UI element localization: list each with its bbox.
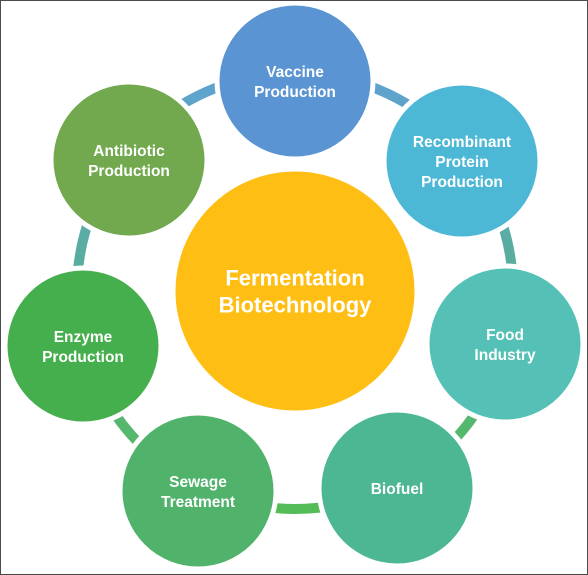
node-label: Enzyme <box>54 329 113 346</box>
node-biofuel: Biofuel <box>316 407 478 569</box>
node-circle <box>424 263 586 425</box>
node-label: Antibiotic <box>93 143 165 160</box>
node-label: Industry <box>474 347 536 364</box>
node-circle <box>316 407 478 569</box>
node-label: Production <box>42 349 124 366</box>
node-label: Protein <box>435 154 488 171</box>
node-label: Production <box>421 174 503 191</box>
node-circle <box>381 80 543 242</box>
node-label: Treatment <box>161 494 235 511</box>
node-label: Sewage <box>169 474 227 491</box>
node-label: Food <box>486 327 524 344</box>
node-circle <box>2 265 164 427</box>
center-label: Fermentation <box>225 266 364 291</box>
center-label: Biotechnology <box>219 293 373 318</box>
node-circle <box>214 1 376 162</box>
node-label: Recombinant <box>413 134 511 151</box>
node-label: Production <box>254 84 336 101</box>
node-circle <box>117 410 279 572</box>
node-circle <box>48 79 210 241</box>
node-label: Vaccine <box>266 64 324 81</box>
center-circle <box>170 166 420 416</box>
node-label: Biofuel <box>371 481 424 498</box>
node-label: Production <box>88 163 170 180</box>
